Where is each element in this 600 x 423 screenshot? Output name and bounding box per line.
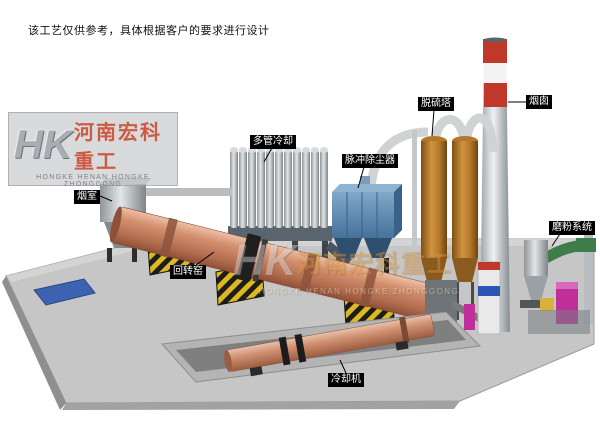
disclaimer-text: 该工艺仅供参考，具体根据客户的要求进行设计 xyxy=(28,25,270,37)
label-chimney: 烟囱 xyxy=(526,95,552,109)
chimney xyxy=(480,37,510,332)
label-multi-tube-cooler: 多管冷却 xyxy=(250,135,296,149)
cooling-machine xyxy=(224,314,435,377)
label-grinding-system: 磨粉系统 xyxy=(549,221,595,235)
label-smoke-chamber: 烟室 xyxy=(74,190,100,204)
desulfurization-towers xyxy=(421,136,478,320)
rotary-kiln xyxy=(109,206,446,324)
flue-ducts xyxy=(366,113,498,196)
pulse-dust-collector xyxy=(332,176,402,274)
label-desulfurization-tower: 脱硫塔 xyxy=(418,97,454,111)
label-pulse-dust-collector: 脉冲除尘器 xyxy=(342,154,398,168)
riser-pipe xyxy=(412,130,417,252)
bucket-elevator xyxy=(464,261,501,335)
blue-pad xyxy=(33,278,96,306)
logo-hk-monogram: HK xyxy=(14,123,72,167)
label-cooling-machine: 冷却机 xyxy=(328,373,364,387)
logo-subtitle: HONGKE HENAN HONGKE ZHONGGONG xyxy=(36,174,150,188)
desulfurization-tower-2 xyxy=(452,136,478,320)
cooler-tubes xyxy=(230,147,328,228)
company-logo-panel: HK 河南宏科重工 HONGKE HENAN HONGKE ZHONGGONG xyxy=(8,112,178,188)
multi-tube-cooler xyxy=(228,147,352,284)
logo-company-name: 河南宏科重工 xyxy=(74,122,162,173)
grinding-system xyxy=(520,232,596,334)
desulfurization-tower-1 xyxy=(421,136,447,320)
label-rotary-kiln: 回转窑 xyxy=(170,265,206,279)
label-pointer-lines xyxy=(99,101,561,374)
